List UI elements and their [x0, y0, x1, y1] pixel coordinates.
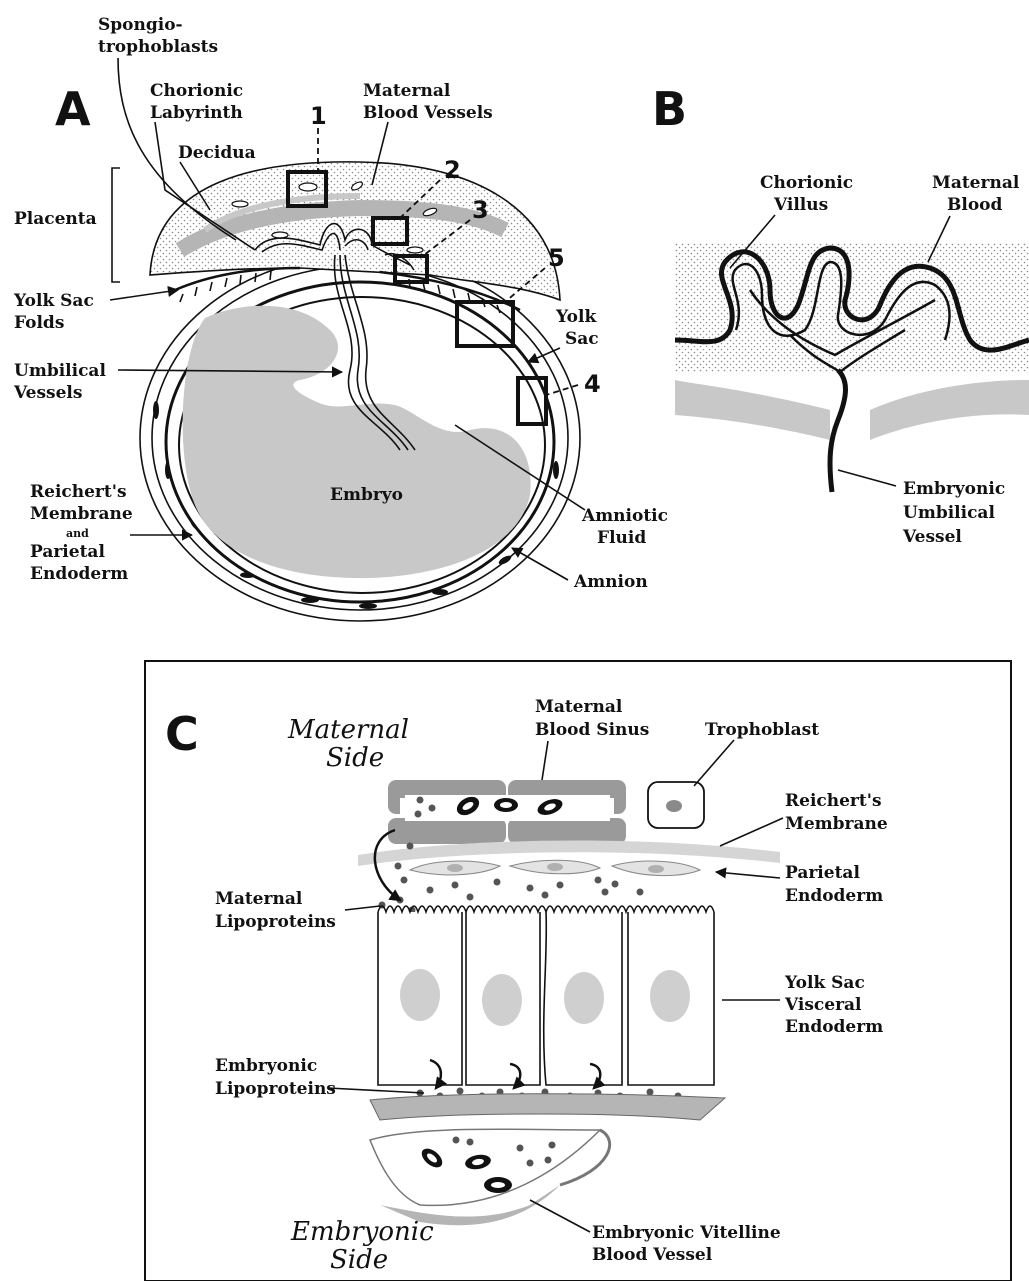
region-number-1: 1 [310, 102, 327, 130]
region-number-5: 5 [548, 244, 565, 272]
panel-b-letter: B [652, 82, 687, 136]
placenta-bracket [112, 168, 120, 282]
label-maternal-vessels-2: Blood Vessels [363, 103, 493, 123]
label-reicherts-c-1: Reichert's [785, 791, 882, 811]
label-vessel-2: Umbilical [903, 503, 995, 523]
label-visceral-3: Endoderm [785, 1017, 883, 1037]
sinus-wall-bottom-right [508, 818, 626, 844]
label-placenta: Placenta [14, 209, 97, 229]
label-umbilical-2: Vessels [13, 383, 82, 403]
label-parietal-2: Endoderm [785, 886, 883, 906]
label-amniotic-2: Fluid [597, 528, 646, 548]
panel-a-letter: A [55, 82, 91, 136]
label-embryonic-side-2: Side [330, 1245, 388, 1275]
label-sinus-2: Blood Sinus [535, 720, 649, 740]
label-amnion: Amnion [573, 572, 648, 592]
panel-b-tissue-left [675, 380, 830, 440]
label-reicherts-4: Endoderm [30, 564, 128, 584]
label-spongio-2: trophoblasts [98, 37, 218, 57]
label-reicherts-2: Membrane [30, 504, 133, 524]
panel-b: B Chorionic Villus Maternal Blood Embryo… [652, 82, 1029, 547]
label-villus-2: Villus [773, 195, 828, 215]
label-embryonic-side-1: Embryonic [290, 1217, 434, 1247]
label-visceral-2: Visceral [784, 995, 862, 1015]
panel-b-tissue-right [870, 380, 1029, 440]
label-yolk-sac-1: Yolk [555, 307, 597, 327]
label-sinus-1: Maternal [535, 697, 623, 717]
label-parietal-1: Parietal [785, 863, 860, 883]
label-blood-1: Maternal [932, 173, 1020, 193]
label-vitelline-2: Blood Vessel [592, 1245, 713, 1265]
embryo-label: Embryo [330, 485, 403, 505]
label-umbilical-1: Umbilical [14, 361, 106, 381]
label-chorionic-2: Labyrinth [150, 103, 243, 123]
label-yolk-folds-1: Yolk Sac [13, 291, 94, 311]
label-villus-1: Chorionic [760, 173, 853, 193]
region-number-2: 2 [444, 156, 461, 184]
label-vessel-1: Embryonic [903, 479, 1005, 499]
label-yolk-sac-2: Sac [565, 329, 599, 349]
region-number-3: 3 [472, 196, 489, 224]
label-emb-lipo-1: Embryonic [215, 1056, 317, 1076]
label-maternal-vessels-1: Maternal [363, 81, 451, 101]
label-maternal-side-2: Side [326, 743, 384, 773]
umbilical-vessel-stem [830, 370, 846, 492]
label-vitelline-1: Embryonic Vitelline [592, 1223, 781, 1243]
label-visceral-1: Yolk Sac [784, 973, 865, 993]
panel-c-letter: C [165, 707, 199, 761]
panel-c: C Maternal Side [145, 661, 1011, 1281]
label-amniotic-1: Amniotic [581, 506, 668, 526]
maternal-blood-area [675, 243, 1029, 373]
label-maternal-side-1: Maternal [287, 715, 409, 745]
panel-a: A Embryo [13, 15, 668, 621]
label-reicherts-3: Parietal [30, 542, 105, 562]
label-reicherts-c-2: Membrane [785, 814, 888, 834]
trophoblast-nucleus [666, 800, 682, 812]
label-trophoblast: Trophoblast [705, 720, 819, 740]
label-reicherts-1: Reichert's [30, 482, 127, 502]
label-yolk-folds-2: Folds [14, 313, 64, 333]
label-chorionic-1: Chorionic [150, 81, 243, 101]
label-reicherts-and: and [66, 527, 89, 540]
label-mat-lipo-1: Maternal [215, 889, 303, 909]
label-spongio-1: Spongio- [98, 15, 183, 35]
label-blood-2: Blood [947, 195, 1003, 215]
sinus-wall-bottom-left [388, 818, 506, 844]
label-vessel-3: Vessel [902, 527, 962, 547]
label-mat-lipo-2: Lipoproteins [215, 912, 336, 932]
label-decidua: Decidua [178, 143, 256, 163]
label-emb-lipo-2: Lipoproteins [215, 1079, 336, 1099]
region-number-4: 4 [584, 370, 601, 398]
